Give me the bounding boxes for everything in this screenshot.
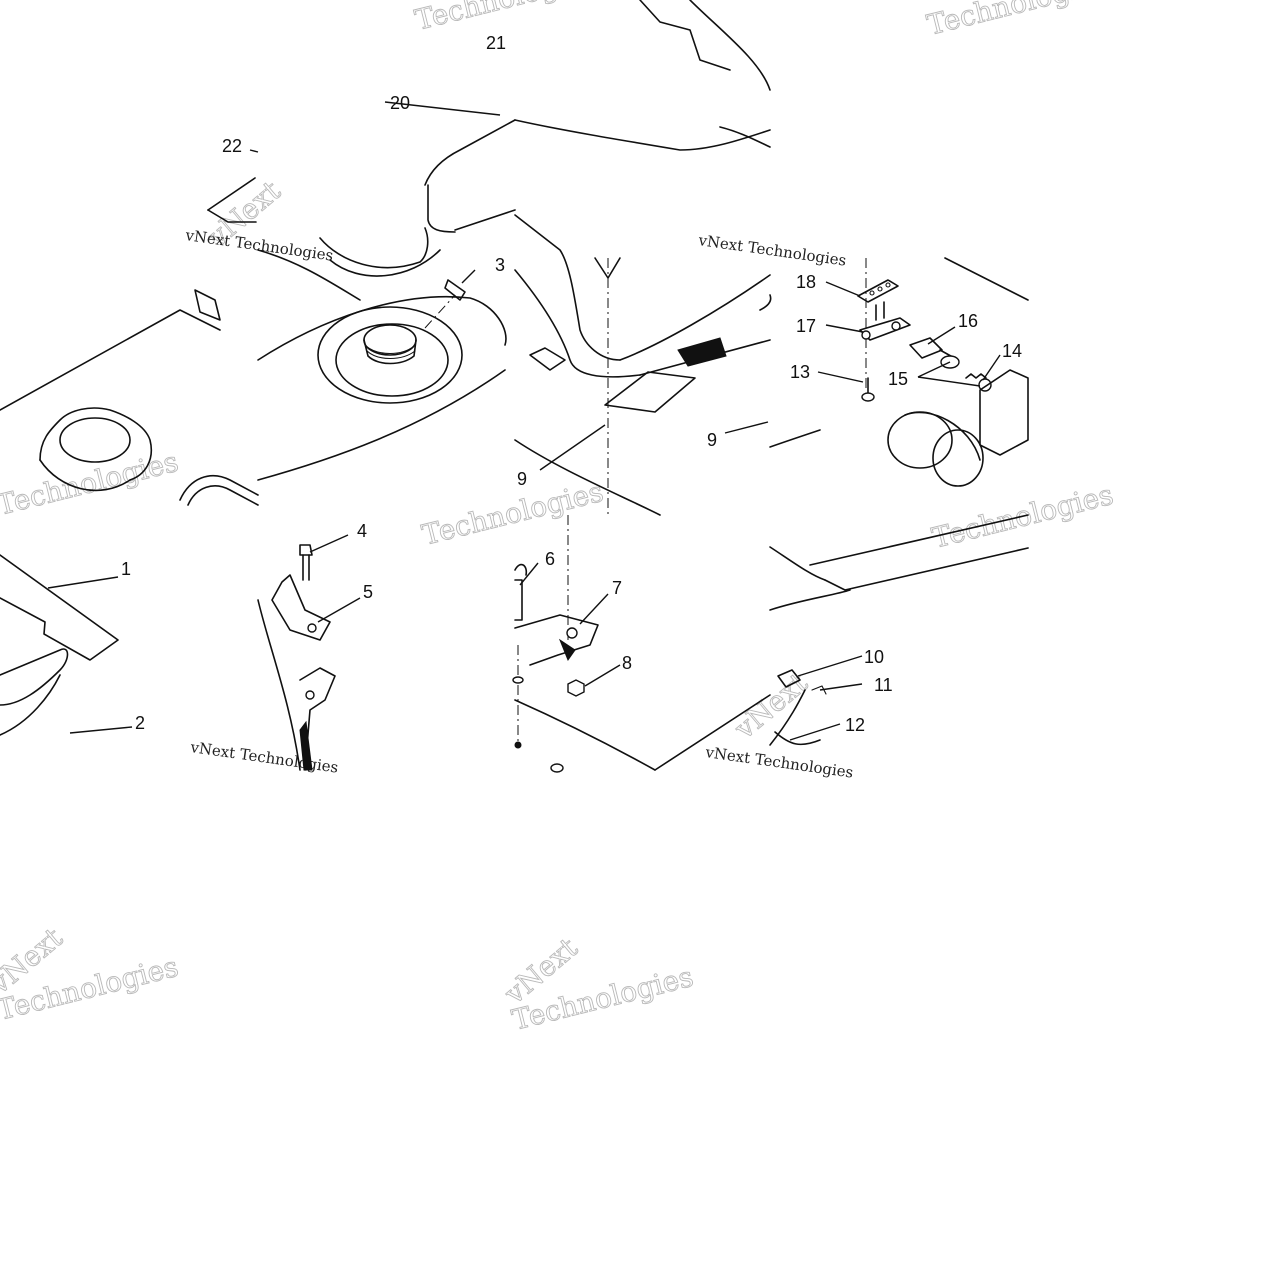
callout-numbers: 1 2 3 4 5 6 7 8 9 9 10 11 12 13 14 15 16…	[121, 33, 1022, 735]
clip-drawing	[512, 515, 771, 773]
fuel-tank-drawing	[257, 119, 516, 481]
watermark-layer: Technologies Technologies Technologies T…	[0, 0, 1117, 1037]
callout-10: 10	[864, 647, 884, 667]
callout-2: 2	[135, 713, 145, 733]
callout-12: 12	[845, 715, 865, 735]
watermark-technologies: Technologies	[412, 0, 600, 37]
watermark-vnext: vNext	[728, 666, 815, 746]
callout-21: 21	[486, 33, 506, 53]
callout-8: 8	[622, 653, 632, 673]
callout-6: 6	[545, 549, 555, 569]
callout-4: 4	[357, 521, 367, 541]
callout-leaders	[47, 101, 1001, 741]
callout-14: 14	[1002, 341, 1022, 361]
callout-5: 5	[363, 582, 373, 602]
cap-hose-drawing	[0, 289, 259, 736]
watermark-vnext-technologies: vNext Technologies	[703, 743, 854, 782]
watermark-technologies: Technologies	[0, 445, 182, 522]
watermark-technologies: Technologies	[924, 0, 1112, 42]
callout-3: 3	[495, 255, 505, 275]
callout-16: 16	[958, 311, 978, 331]
callout-13: 13	[790, 362, 810, 382]
callout-15: 15	[888, 369, 908, 389]
callout-9: 9	[707, 430, 717, 450]
watermark-vnext-technologies: vNext Technologies	[696, 231, 847, 270]
rail-drawing	[769, 514, 1029, 746]
panel-22-drawing	[207, 177, 257, 223]
callout-1: 1	[121, 559, 131, 579]
callout-18: 18	[796, 272, 816, 292]
callout-7: 7	[612, 578, 622, 598]
callout-9: 9	[517, 469, 527, 489]
seat-drawing	[514, 0, 772, 516]
fuel-valve-drawing	[769, 257, 1029, 487]
watermark-technologies: Technologies	[419, 475, 607, 552]
callout-20: 20	[390, 93, 410, 113]
watermark-vnext-technologies: vNext Technologies	[188, 738, 339, 777]
callout-17: 17	[796, 316, 816, 336]
bracket-drawing	[257, 544, 336, 771]
callout-11: 11	[874, 675, 893, 695]
callout-22: 22	[222, 136, 242, 156]
watermark-vnext-technologies: vNext Technologies	[183, 226, 334, 265]
